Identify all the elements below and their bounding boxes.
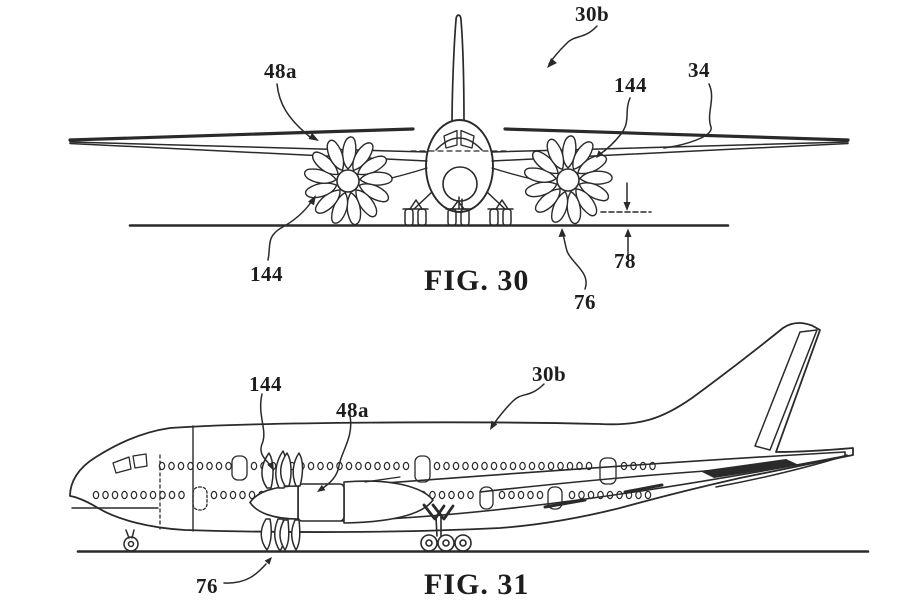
cabin-doors bbox=[192, 455, 617, 511]
fig30-aircraft-front-view bbox=[68, 14, 850, 290]
fig31-open-rotor-engine bbox=[249, 450, 434, 552]
fig31-ref-label-76: 76 bbox=[196, 574, 218, 598]
horizontal-stabilizer bbox=[700, 459, 799, 478]
fig31-caption: FIG. 31 bbox=[424, 568, 530, 601]
nose-landing-gear bbox=[123, 529, 139, 552]
fig30-ref-label-48a: 48a bbox=[264, 59, 297, 83]
fig31-ref-label-30b: 30b bbox=[532, 362, 567, 386]
fig31-aircraft-side-view bbox=[69, 322, 870, 584]
fig30-ref-label-144-right: 144 bbox=[614, 73, 647, 97]
fig31-ref-label-48a: 48a bbox=[336, 398, 369, 422]
fig31-leader-lines bbox=[223, 383, 545, 584]
fig31-ref-label-144: 144 bbox=[249, 372, 282, 396]
fig30-ref-label-34: 34 bbox=[688, 58, 710, 82]
fig30-ref-label-30b: 30b bbox=[575, 2, 610, 26]
fig30-caption: FIG. 30 bbox=[424, 264, 530, 297]
fig30-leader-lines bbox=[267, 25, 713, 290]
fig30-ref-label-144-left: 144 bbox=[250, 262, 283, 286]
fig30-landing-gear bbox=[402, 191, 514, 227]
main-landing-gear bbox=[420, 503, 472, 552]
fig30-ref-label-76: 76 bbox=[574, 290, 596, 314]
fig30-ref-label-78: 78 bbox=[614, 249, 636, 273]
clearance-dimension bbox=[600, 182, 652, 256]
